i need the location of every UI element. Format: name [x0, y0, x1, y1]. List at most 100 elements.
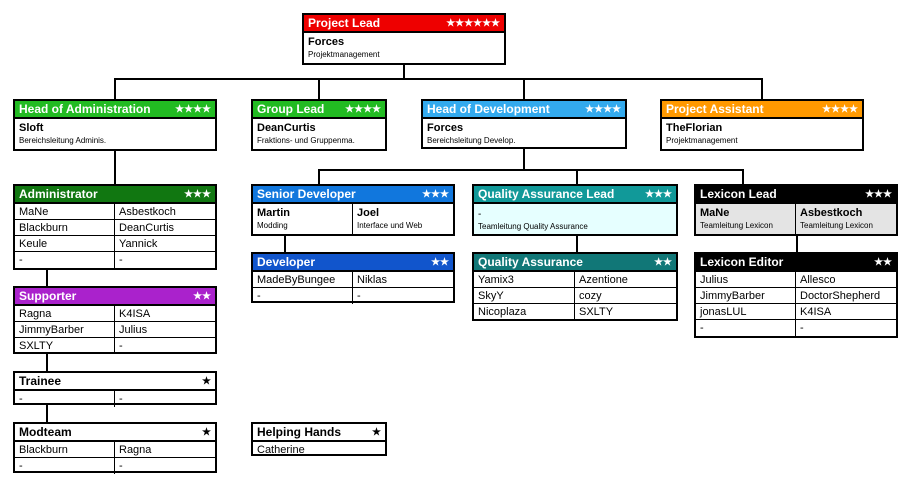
connector [318, 78, 320, 100]
star-rating-icon: ★★★ [184, 188, 211, 200]
lexicon-lead-header: Lexicon Lead ★★★ [696, 186, 896, 204]
trainee-title: Trainee [19, 374, 62, 388]
trainee-box: Trainee ★ - - [13, 371, 217, 407]
connector [403, 64, 405, 78]
connector [523, 78, 525, 100]
star-rating-icon: ★★★★★★ [446, 17, 500, 29]
member-name: Forces [308, 36, 345, 48]
member-cell: Azentione [575, 272, 676, 288]
member-cell: Blackburn [15, 220, 115, 236]
member-cell: SXLTY [15, 338, 115, 354]
project-lead-title: Project Lead [308, 16, 381, 30]
member-cell: Ragna [15, 306, 115, 322]
group-lead-title: Group Lead [257, 102, 325, 116]
star-rating-icon: ★★★ [865, 188, 892, 200]
connector [46, 269, 48, 287]
star-rating-icon: ★ [202, 426, 211, 438]
member-cell: DeanCurtis [115, 220, 215, 236]
connector [318, 169, 320, 185]
star-rating-icon: ★★ [431, 256, 449, 268]
qa-lead-box: Quality Assurance Lead ★★★ - Teamleitung… [472, 184, 678, 236]
member-cell: Niklas [353, 272, 453, 288]
trainee-header: Trainee ★ [15, 373, 215, 391]
member-cell: - [15, 458, 115, 474]
member-cell: Yannick [115, 236, 215, 252]
member-role: Interface und Web [357, 221, 423, 230]
member-cell: K4ISA [796, 304, 896, 320]
qa-box: Quality Assurance ★★ Yamix3 Azentione Sk… [472, 252, 678, 321]
qa-lead-title: Quality Assurance Lead [478, 187, 615, 201]
star-rating-icon: ★★★★ [585, 103, 621, 115]
member-cell: Asbestkoch Teamleitung Lexicon [796, 204, 896, 234]
member-cell: - [800, 322, 804, 334]
member-cell: MaNe Teamleitung Lexicon [696, 204, 796, 234]
member-cell: Asbestkoch [115, 204, 215, 220]
senior-dev-header: Senior Developer ★★★ [253, 186, 453, 204]
member-cell: JimmyBarber [696, 288, 796, 304]
senior-dev-box: Senior Developer ★★★ Martin Modding Joel… [251, 184, 455, 236]
member-cell: - [119, 254, 123, 266]
supporter-header: Supporter ★★ [15, 288, 215, 306]
project-assistant-box: Project Assistant ★★★★ TheFlorian Projek… [660, 99, 864, 151]
star-rating-icon: ★★★★ [822, 103, 858, 115]
member-cell: - [357, 290, 361, 302]
qa-title: Quality Assurance [478, 255, 583, 269]
supporter-title: Supporter [19, 289, 77, 303]
member-role: Bereichsleitung Adminis. [19, 136, 107, 145]
star-rating-icon: ★★★ [422, 188, 449, 200]
helping-hands-header: Helping Hands ★ [253, 424, 385, 442]
head-admin-box: Head of Administration ★★★★ Sloft Bereic… [13, 99, 217, 151]
member-cell: Catherine [257, 444, 305, 456]
member-role: Projektmanagement [308, 50, 380, 59]
developer-title: Developer [257, 255, 316, 269]
member-cell: Allesco [796, 272, 896, 288]
member-cell: MaNe [15, 204, 115, 220]
member-cell: Joel Interface und Web [353, 204, 453, 234]
head-admin-title: Head of Administration [19, 102, 151, 116]
project-lead-box: Project Lead ★★★★★★ Forces Projektmanage… [302, 13, 506, 65]
connector [114, 150, 116, 185]
administrator-box: Administrator ★★★ MaNe Asbestkoch Blackb… [13, 184, 217, 270]
member-cell: Ragna [115, 442, 215, 458]
member-cell: SkyY [474, 288, 575, 304]
member-cell: MadeByBungee [253, 272, 353, 288]
member-cell: - [15, 391, 115, 407]
member-name: Martin [257, 207, 290, 219]
modteam-header: Modteam ★ [15, 424, 215, 442]
star-rating-icon: ★★ [193, 290, 211, 302]
developer-box: Developer ★★ MadeByBungee Niklas - - [251, 252, 455, 304]
star-rating-icon: ★ [372, 426, 381, 438]
member-cell: Blackburn [15, 442, 115, 458]
lexicon-editor-box: Lexicon Editor ★★ Julius Allesco JimmyBa… [694, 252, 898, 338]
member-cell: Julius [115, 322, 215, 338]
star-rating-icon: ★★ [654, 256, 672, 268]
connector [284, 235, 286, 253]
project-assistant-title: Project Assistant [666, 102, 764, 116]
head-dev-title: Head of Development [427, 102, 550, 116]
member-name: - [478, 209, 482, 220]
head-admin-header: Head of Administration ★★★★ [15, 101, 215, 119]
member-role: Modding [257, 221, 288, 230]
connector [576, 169, 578, 185]
connector [318, 169, 744, 171]
member-name: Joel [357, 207, 380, 219]
member-cell: Nicoplaza [474, 304, 575, 320]
member-name: DeanCurtis [257, 122, 316, 134]
member-role: Teamleitung Lexicon [700, 221, 773, 230]
member-cell: DoctorShepherd [796, 288, 896, 304]
member-role: Fraktions- und Gruppenma. [257, 136, 355, 145]
member-cell: cozy [575, 288, 676, 304]
member-cell: - [119, 460, 123, 472]
star-rating-icon: ★★★★ [345, 103, 381, 115]
member-cell: K4ISA [115, 306, 215, 322]
lexicon-editor-header: Lexicon Editor ★★ [696, 254, 896, 272]
member-role: Teamleitung Quality Assurance [478, 222, 588, 231]
member-cell: Yamix3 [474, 272, 575, 288]
member-name: MaNe [700, 207, 730, 219]
project-lead-header: Project Lead ★★★★★★ [304, 15, 504, 33]
modteam-box: Modteam ★ Blackburn Ragna - - [13, 422, 217, 474]
modteam-title: Modteam [19, 425, 72, 439]
lexicon-editor-title: Lexicon Editor [700, 255, 784, 269]
member-cell: - [696, 320, 796, 336]
group-lead-header: Group Lead ★★★★ [253, 101, 385, 119]
